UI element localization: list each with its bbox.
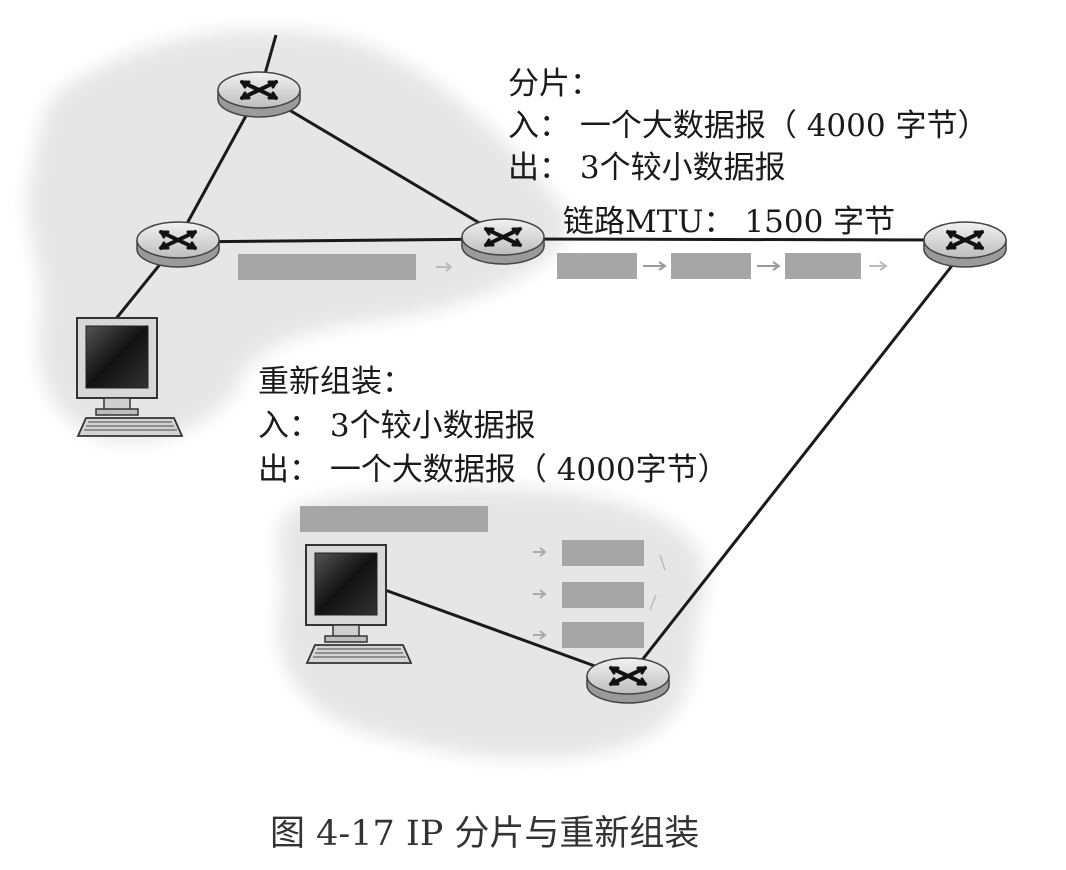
datagram-block (562, 582, 644, 608)
arrow-icon (533, 630, 547, 640)
figure-caption: 图 4-17 IP 分片与重新组装 (270, 814, 700, 854)
reassembly-input: 入： 3个较小数据报 (258, 408, 536, 444)
router-icon (585, 656, 671, 705)
link-r1-r3 (258, 90, 504, 239)
datagram-block (562, 622, 644, 648)
fragment-datagrams (557, 253, 888, 279)
arrow-icon (533, 547, 547, 557)
reassembly-output: 出： 一个大数据报（ 4000字节） (258, 452, 729, 488)
large-datagram-upper (238, 254, 453, 280)
fragmentation-input: 入： 一个大数据报（ 4000 字节） (508, 108, 989, 144)
arrow-icon (757, 261, 781, 271)
fragmentation-title: 分片： (508, 66, 601, 102)
link-r3-r4 (502, 237, 966, 242)
link-r4-r5 (626, 257, 960, 679)
arrow-icon (533, 589, 547, 599)
datagram-block (238, 254, 416, 280)
datagram-block (557, 253, 637, 279)
arrow-icon (436, 262, 453, 272)
router-icon (135, 220, 221, 269)
link-mtu-label: 链路MTU： 1500 字节 (563, 204, 896, 240)
datagram-block (671, 253, 751, 279)
reassembly-fragments (533, 540, 666, 648)
network-cloud-upper (27, 30, 568, 442)
fragmentation-output: 出： 3个较小数据报 (508, 150, 786, 186)
arrow-icon (643, 261, 667, 271)
arrow-icon (869, 261, 888, 271)
router-icon (216, 70, 302, 119)
router-icon (922, 220, 1008, 269)
datagram-block (562, 540, 644, 566)
link-pc2-r5 (384, 588, 629, 680)
link-r2-r3 (177, 237, 504, 244)
datagram-block (785, 253, 861, 279)
datagram-block (300, 506, 488, 532)
router-icon (460, 217, 546, 266)
large-datagram-lower (300, 506, 488, 532)
reassembly-title: 重新组装： (258, 364, 413, 400)
